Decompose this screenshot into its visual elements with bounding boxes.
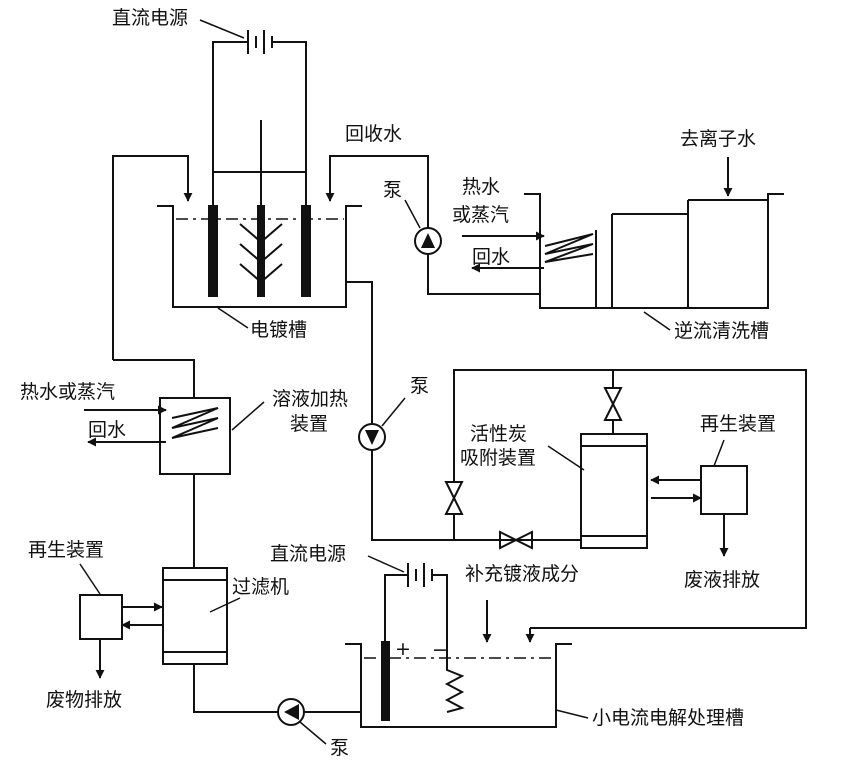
rinse-tank-body: [524, 193, 784, 309]
rinse-heater-coil: [544, 233, 594, 263]
wire-to-anode-left: [212, 41, 248, 205]
pump-top-leader: [404, 199, 421, 229]
electrolysis-tank: + − 小电流电解处理槽: [345, 638, 744, 729]
pump-middle-label: 泵: [410, 375, 429, 397]
recovered-water-label: 回收水: [345, 123, 402, 145]
plating-tank-body: [157, 205, 362, 308]
hot-water-steam-left-label: 热水或蒸汽: [20, 381, 115, 403]
pump-top-label: 泵: [383, 179, 402, 201]
return-water-left-label: 回水: [88, 419, 126, 441]
regeneration-left-label: 再生装置: [28, 539, 104, 561]
wire-to-electrolysis-cathode: [432, 574, 448, 658]
regeneration-left-box: [79, 594, 123, 640]
solution-heater-label-line2: 装置: [290, 413, 328, 435]
adsorber-leader: [547, 445, 585, 471]
filter-box: [162, 567, 228, 665]
dc-power-leader-top: [199, 19, 245, 39]
pump-bottom-label: 泵: [330, 737, 349, 759]
pump-bottom-leader: [299, 721, 327, 745]
dc-power-label-bottom: 直流电源: [270, 543, 346, 565]
pump-middle: 泵: [358, 375, 429, 451]
regeneration-device-left: 再生装置 废物排放: [28, 539, 163, 711]
filter: 过滤机: [162, 567, 289, 665]
waste-discharge-label: 废物排放: [46, 689, 122, 711]
regeneration-device-right: 再生装置 废液排放: [650, 413, 776, 591]
battery-bottom-icon: [407, 563, 433, 587]
rinse-tank-label: 逆流清洗槽: [674, 320, 769, 342]
workpiece-hangers: [239, 223, 283, 284]
deionized-water-label: 去离子水: [680, 128, 756, 150]
dc-power-supply-top: 直流电源: [112, 7, 307, 205]
dc-power-supply-bottom: 直流电源: [270, 543, 448, 658]
solution-heater-box: [159, 397, 231, 475]
pump-middle-leader: [381, 397, 406, 427]
rinse-tank-leader: [643, 311, 671, 331]
regeneration-right-box: [700, 465, 748, 515]
pump-bottom: 泵: [277, 698, 349, 759]
pump-to-rinse-pipe: [427, 254, 540, 295]
adsorber-label-line2: 吸附装置: [460, 447, 536, 469]
supplement-components-label: 补充镀液成分: [465, 563, 579, 585]
filter-leader: [209, 597, 241, 613]
valve-left-vertical: [444, 481, 464, 515]
adsorber-box: [580, 433, 648, 549]
electrolysis-tank-leader: [555, 709, 589, 719]
solution-heater-leader: [231, 401, 265, 431]
return-water-top-label: 回水: [472, 246, 510, 268]
pump-top: 泵: [383, 179, 442, 255]
pump-to-adsorber-pipe: [371, 450, 581, 541]
plating-tank-leader: [217, 307, 249, 329]
plating-tank: 电镀槽: [157, 205, 362, 341]
solution-heater-coil: [171, 407, 219, 439]
hot-water-steam-top-label-line1: 热水: [462, 176, 500, 198]
hot-water-steam-top-label-line2: 或蒸汽: [452, 204, 509, 226]
solution-heater-label-line1: 溶液加热: [272, 388, 348, 410]
anode-right: [301, 205, 311, 297]
cathode-workpiece: [257, 205, 265, 297]
countercurrent-rinse-tank: 逆流清洗槽: [524, 193, 784, 342]
regeneration-right-label: 再生装置: [700, 413, 776, 435]
valve-bottom: [499, 530, 533, 550]
filter-label: 过滤机: [232, 576, 289, 598]
valve-top-vertical: [603, 387, 623, 421]
battery-icon: [247, 30, 273, 54]
dc-power-label-top: 直流电源: [112, 7, 188, 29]
recovered-water-pipe: [329, 155, 429, 228]
waste-liquid-label: 废液排放: [684, 569, 760, 591]
electrolysis-anode: [381, 641, 390, 721]
filter-to-pump-pipe: [193, 664, 278, 713]
adsorber-label-line1: 活性炭: [470, 423, 527, 445]
regeneration-left-leader: [79, 563, 101, 595]
electrolysis-cathode-coil: [444, 658, 465, 713]
electrolysis-tank-label: 小电流电解处理槽: [592, 707, 744, 729]
return-loop-pipe: [453, 369, 807, 629]
wire-to-anode-right: [272, 41, 307, 205]
plating-to-pump-pipe: [346, 281, 373, 424]
electrolysis-tank-body: [345, 643, 572, 728]
solution-heater: 溶液加热 装置: [159, 388, 348, 475]
wire-to-electrolysis-anode: [384, 574, 408, 641]
plating-tank-label: 电镀槽: [250, 319, 307, 341]
regeneration-right-leader: [713, 439, 725, 467]
plus-sign: +: [395, 638, 411, 660]
dc-power-leader-bottom: [367, 555, 405, 573]
heater-top-pipe: [113, 359, 195, 398]
minus-sign: −: [432, 639, 448, 661]
activated-carbon-adsorber: 活性炭 吸附装置: [460, 423, 648, 549]
anode-left: [208, 205, 218, 297]
heater-to-plating-pipe: [112, 155, 189, 360]
